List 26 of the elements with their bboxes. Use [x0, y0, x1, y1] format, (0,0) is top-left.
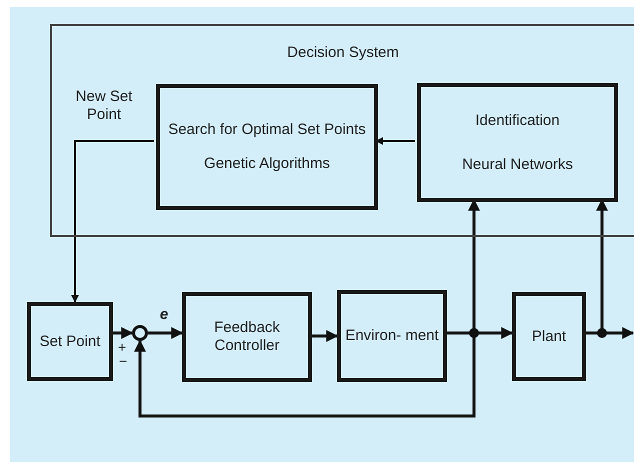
- node-text: Plant: [530, 328, 568, 346]
- process-box: [337, 290, 447, 382]
- edge-label: New Set Point: [74, 88, 134, 124]
- node-text: Genetic Algorithms: [203, 155, 331, 173]
- sign-label: −: [119, 354, 128, 368]
- node-text: Environ- ment: [344, 327, 440, 345]
- process-box: [27, 302, 113, 381]
- process-box: [417, 83, 618, 202]
- node-text: Set Point: [38, 332, 102, 350]
- arrow: [71, 140, 154, 303]
- arrow: [312, 330, 338, 342]
- node-text: Neural Networks: [461, 156, 574, 174]
- arrow: [148, 327, 184, 339]
- process-box: [156, 84, 378, 210]
- summing-junction: [132, 325, 148, 341]
- sign-label: +: [118, 340, 126, 354]
- node-text: Identification: [474, 112, 561, 130]
- system-frame: [50, 24, 634, 237]
- node-text: Feedback Controller: [213, 319, 281, 355]
- arrow: [375, 137, 415, 145]
- process-box: [182, 292, 312, 382]
- arrow: [113, 327, 134, 339]
- node-text: Decision System: [286, 44, 400, 62]
- node-text: Search for Optimal Set Points: [167, 121, 367, 139]
- edge-label: e: [158, 306, 170, 324]
- process-box: [512, 292, 586, 381]
